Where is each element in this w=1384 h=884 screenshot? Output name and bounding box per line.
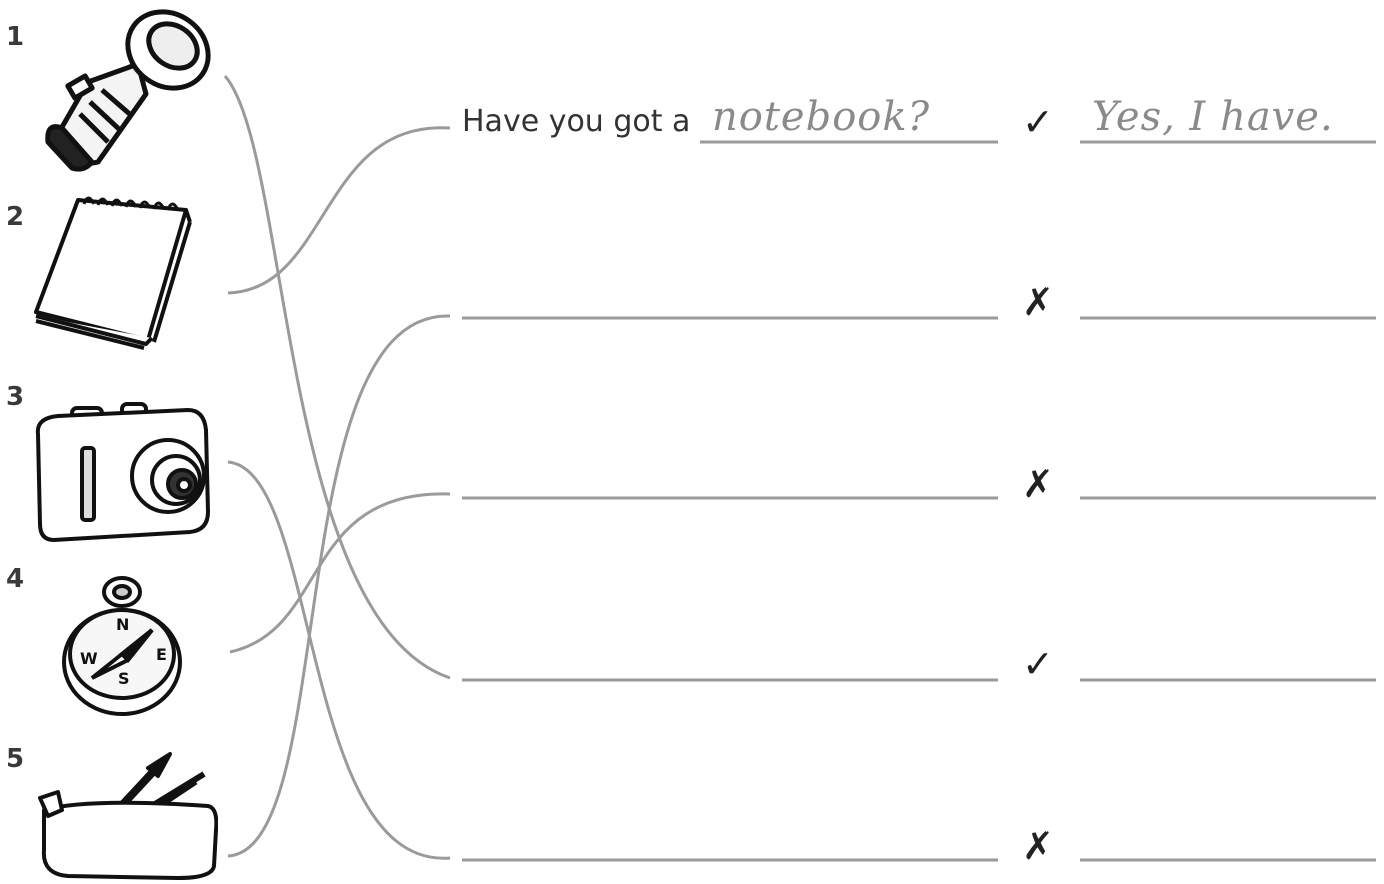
curve-3-to-5: [227, 460, 451, 860]
curve-2-to-1: [227, 126, 451, 295]
item-number-5: 5: [6, 744, 25, 774]
curve-5-to-2: [227, 314, 451, 858]
mark-5: ✗: [1022, 824, 1054, 868]
compass-w-letter: W: [80, 649, 98, 668]
example-answer-word: notebook?: [712, 94, 931, 140]
mark-4: ✓: [1022, 642, 1054, 686]
mark-3: ✗: [1022, 462, 1054, 506]
camera-icon: [35, 402, 210, 542]
example-question-prefix: Have you got a: [462, 104, 691, 139]
notebook-icon: [34, 196, 192, 350]
example-reply: Yes, I have.: [1092, 94, 1334, 140]
item-number-3: 3: [6, 382, 25, 412]
pencil-case-icon: [38, 752, 218, 880]
item-number-4: 4: [6, 564, 25, 594]
compass-icon: N E S W: [62, 576, 182, 716]
compass-e-letter: E: [156, 645, 167, 664]
mark-2: ✗: [1022, 280, 1054, 324]
curve-4-to-3: [229, 492, 451, 654]
mark-1: ✓: [1022, 100, 1054, 144]
item-number-1: 1: [6, 22, 25, 52]
curve-1-to-4: [223, 75, 451, 680]
compass-s-letter: S: [118, 669, 130, 688]
item-number-2: 2: [6, 202, 25, 232]
torch-icon: [45, 9, 211, 172]
compass-n-letter: N: [116, 615, 129, 634]
